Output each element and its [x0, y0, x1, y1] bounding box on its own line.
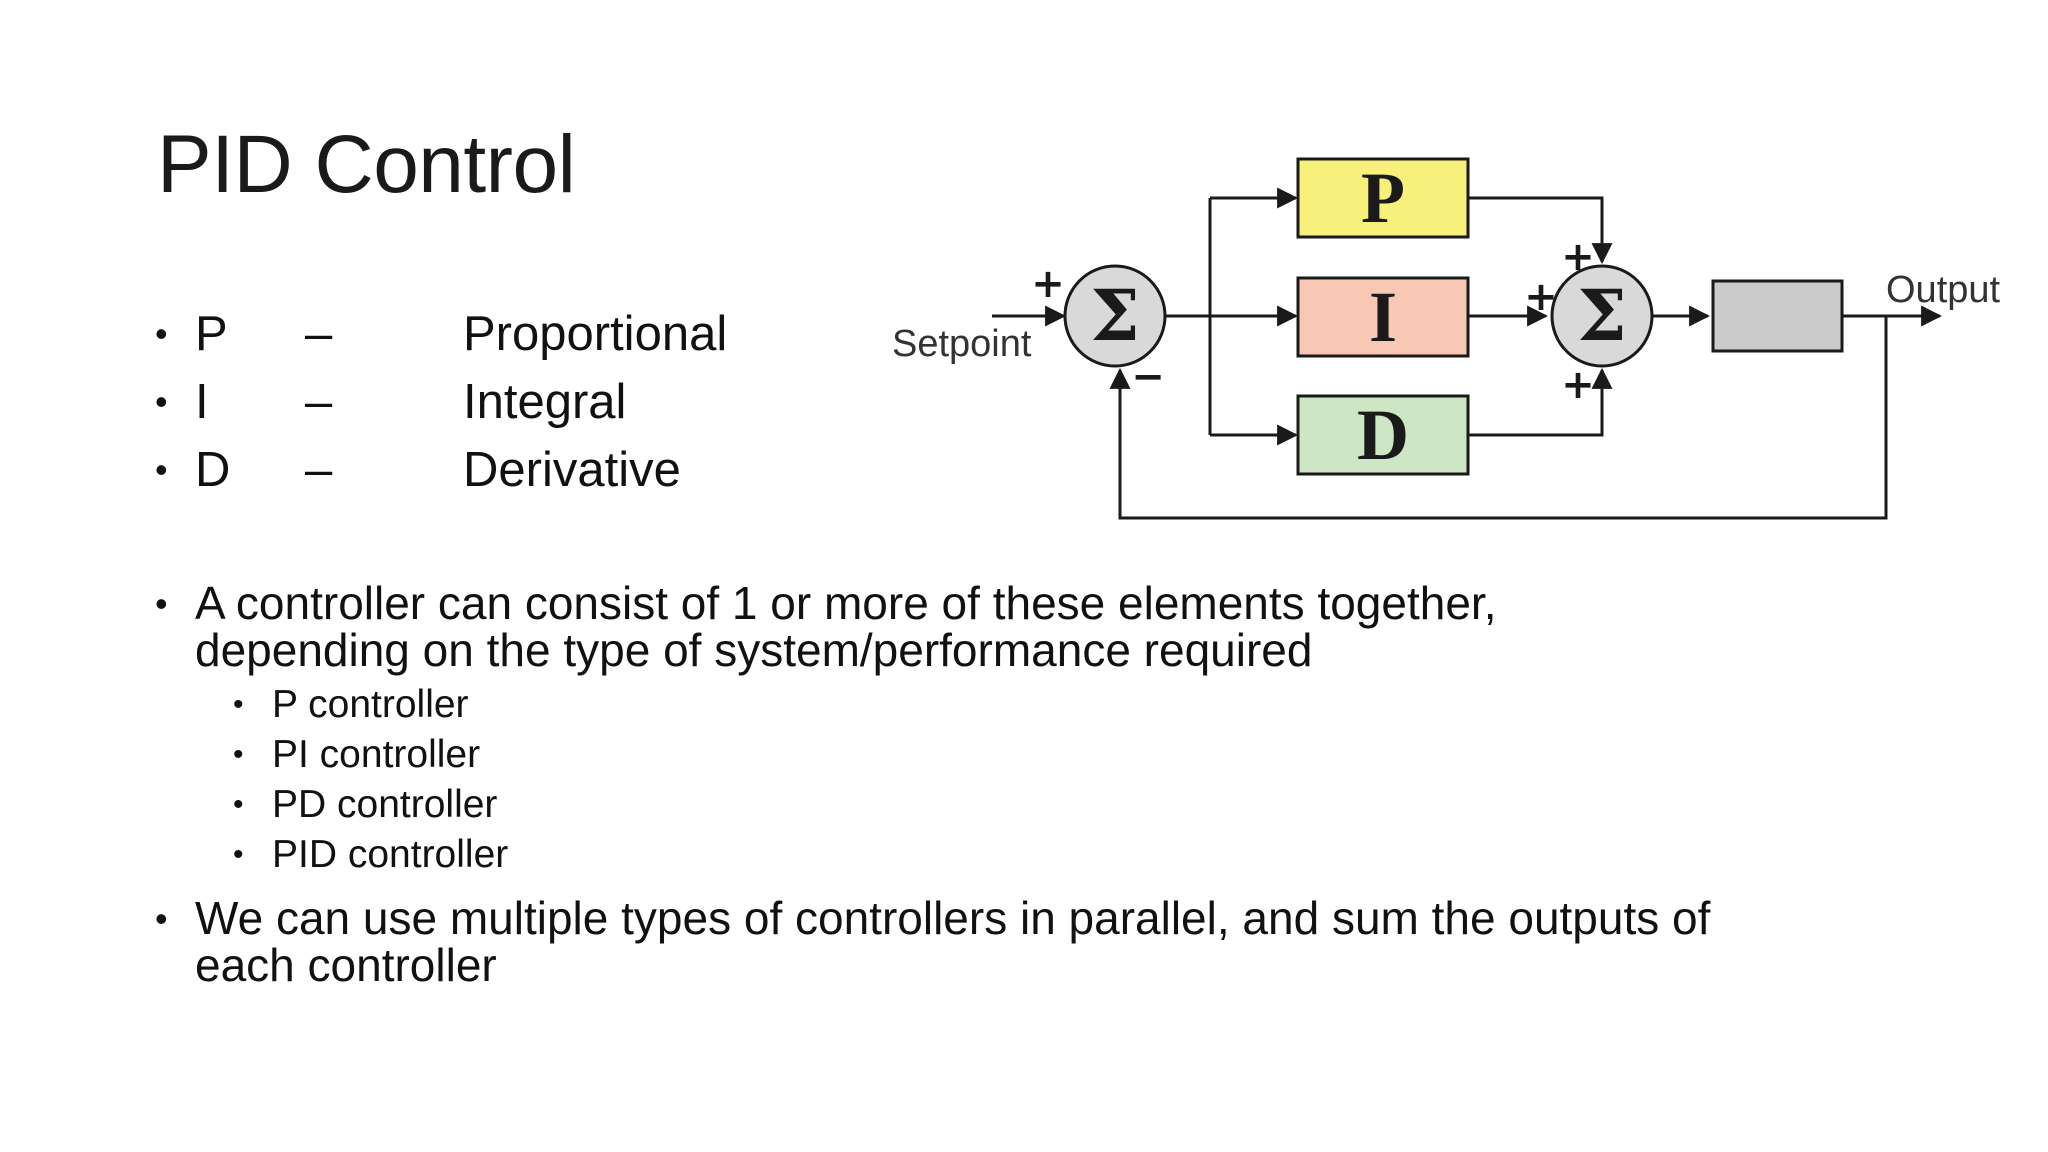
p-block-label: P: [1361, 158, 1405, 238]
plus-sign: +: [1561, 362, 1595, 408]
p-block: [1296, 157, 1470, 239]
bullet: •: [155, 449, 168, 490]
paragraph-line: A controller can consist of 1 or more of…: [195, 577, 1497, 629]
setpoint-label: Setpoint: [892, 323, 1032, 365]
output-label: Output: [1886, 269, 2001, 311]
list-item: • P controller: [233, 680, 833, 730]
minus-sign: −: [1131, 354, 1165, 400]
definition-row-d: • D – Derivative: [155, 436, 855, 504]
list-item: • PD controller: [233, 780, 833, 830]
controller-type: PID controller: [272, 833, 509, 876]
plus-sign: +: [1524, 274, 1558, 320]
bullet-paragraph-parallel-controllers: • We can use multiple types of controlle…: [155, 895, 1955, 989]
definition-list: • P – Proportional • I – Integral • D – …: [155, 300, 855, 504]
definition-row-i: • I – Integral: [155, 368, 855, 436]
d-block: [1296, 394, 1470, 476]
feedback-arrow: [1109, 316, 1888, 520]
controller-type: PI controller: [272, 733, 481, 776]
sum-junction-error: [1063, 264, 1167, 368]
slide-title: PID Control: [157, 119, 576, 210]
definition-dash: –: [305, 375, 333, 429]
controller-type: P controller: [272, 683, 469, 726]
definition-letter: I: [195, 375, 209, 429]
bullet: •: [155, 313, 168, 354]
list-item: • PID controller: [233, 830, 833, 880]
definition-word: Integral: [463, 375, 627, 429]
controller-type: PD controller: [272, 783, 498, 826]
pid-block-diagram: Σ Σ P I D Setpoint Output + − + + +: [892, 157, 2001, 520]
plus-sign: +: [1031, 261, 1065, 307]
list-item: • PI controller: [233, 730, 833, 780]
bullet-paragraph-controller-elements: • A controller can consist of 1 or more …: [155, 580, 1955, 674]
paragraph-line: depending on the type of system/performa…: [195, 624, 1313, 676]
definition-letter: D: [195, 443, 231, 497]
sum-symbol: Σ: [1090, 274, 1140, 357]
sum-symbol: Σ: [1577, 274, 1627, 357]
bullet: •: [155, 898, 168, 939]
p-out-arrow: [1468, 196, 1613, 265]
paragraph-line: We can use multiple types of controllers…: [195, 892, 1711, 944]
bullet: •: [155, 583, 168, 624]
definition-dash: –: [305, 307, 333, 361]
sub-bullet: •: [233, 738, 244, 771]
d-out-arrow: [1468, 367, 1613, 437]
definition-row-p: • P – Proportional: [155, 300, 855, 368]
i-block: [1296, 276, 1470, 358]
definition-letter: P: [195, 307, 228, 361]
bullet: •: [155, 381, 168, 422]
d-block-label: D: [1357, 395, 1409, 475]
sub-bullet: •: [233, 788, 244, 821]
definition-word: Derivative: [463, 443, 681, 497]
i-block-label: I: [1369, 277, 1397, 357]
sub-bullet: •: [233, 838, 244, 871]
definition-word: Proportional: [463, 307, 728, 361]
sum-junction-output: [1550, 264, 1654, 368]
definition-dash: –: [305, 443, 333, 497]
paragraph-line: each controller: [195, 939, 497, 991]
plus-sign: +: [1561, 234, 1595, 280]
controller-type-list: • P controller • PI controller • PD cont…: [233, 680, 833, 880]
sub-bullet: •: [233, 688, 244, 721]
plant-block: [1711, 279, 1844, 353]
